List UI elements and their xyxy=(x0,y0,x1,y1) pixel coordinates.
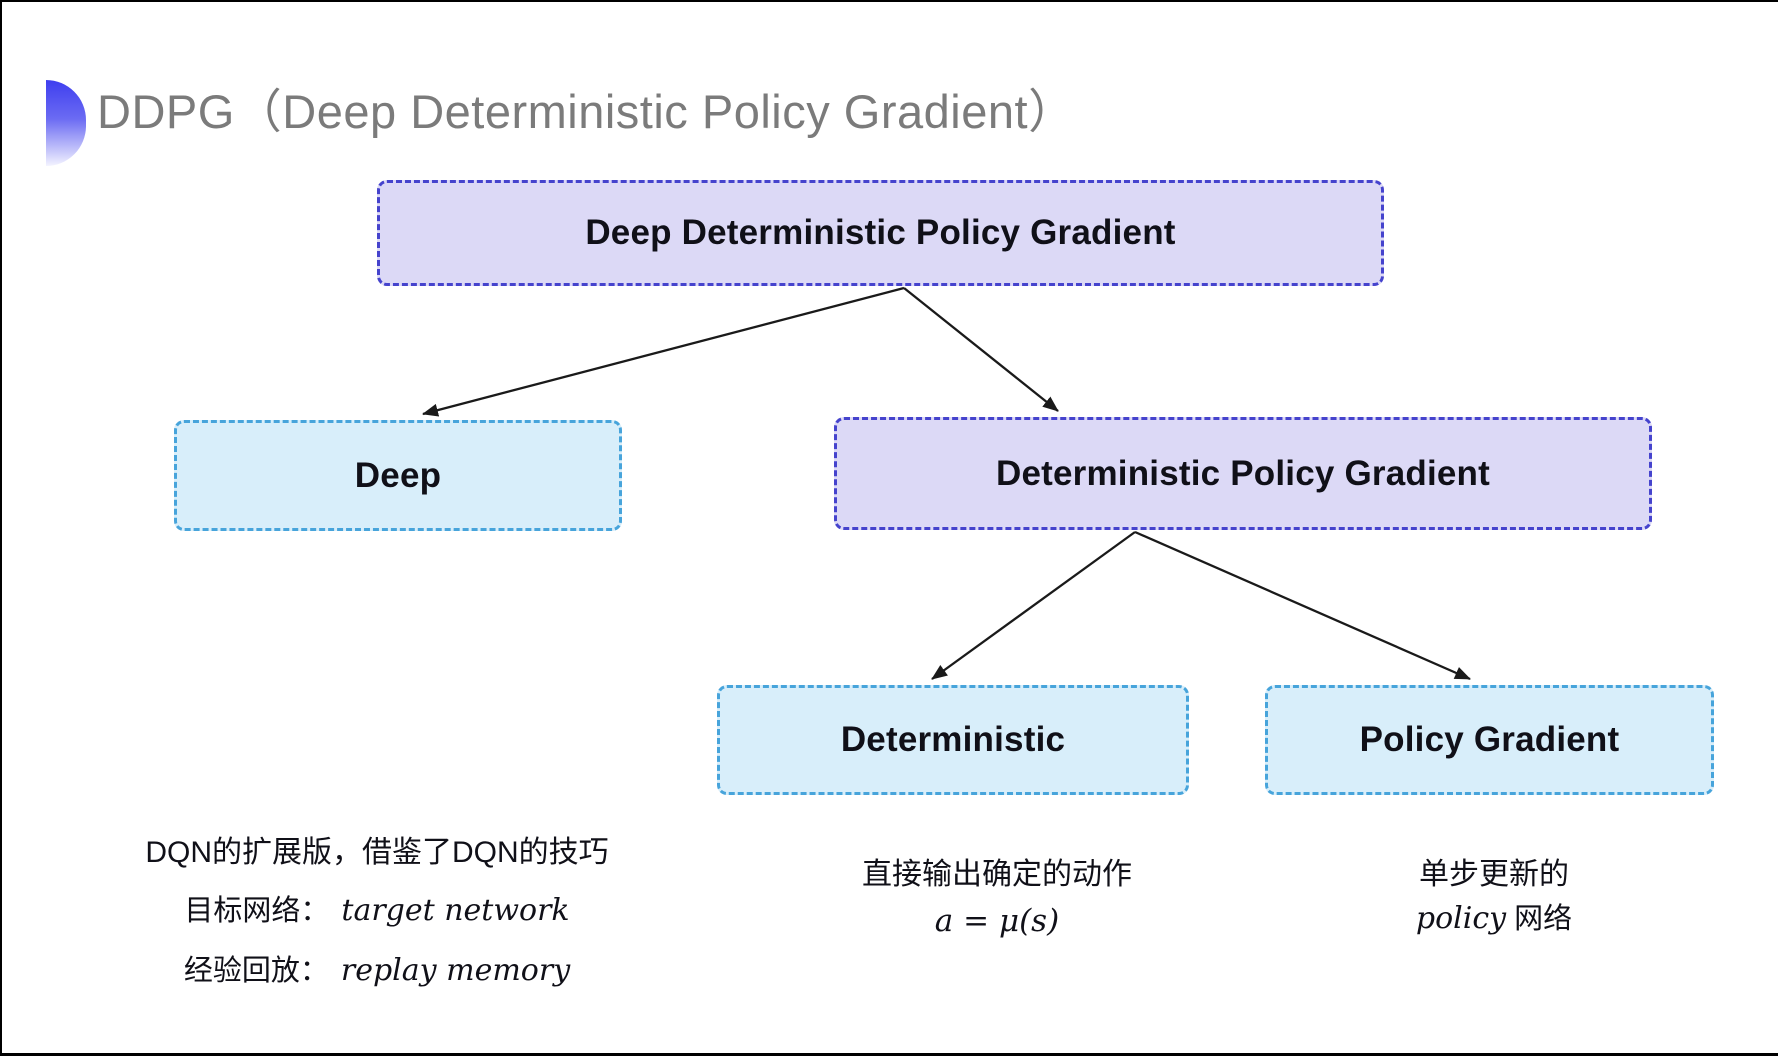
node-deterministic-label: Deterministic xyxy=(840,720,1066,759)
accent-semicircle-icon xyxy=(46,80,86,166)
arrow-root-to-dpg xyxy=(903,287,1059,412)
note-deterministic-line1: 直接输出确定的动作 xyxy=(862,858,1132,891)
node-root-label: Deep Deterministic Policy Gradient xyxy=(585,213,1176,252)
note-dqn-target-label: 目标网络： xyxy=(184,895,330,927)
note-policy-gradient: 单步更新的 policy 网络 xyxy=(1344,857,1644,937)
note-dqn-replay-line: 经验回放： replay memory xyxy=(127,953,627,989)
note-dqn-replay-label: 经验回放： xyxy=(183,955,329,987)
node-policy-gradient: Policy Gradient xyxy=(1265,685,1714,795)
node-dpg: Deterministic Policy Gradient xyxy=(834,417,1652,530)
node-dpg-label: Deterministic Policy Gradient xyxy=(995,453,1490,493)
note-policy-word-rest: 网络 xyxy=(1506,903,1573,935)
node-deep: Deep xyxy=(174,420,622,531)
node-deterministic: Deterministic xyxy=(717,685,1189,795)
note-deterministic: 直接输出确定的动作 a = μ(s) xyxy=(797,857,1197,939)
note-dqn-line1: DQN的扩展版，借鉴了DQN的技巧 xyxy=(145,836,609,869)
node-root: Deep Deterministic Policy Gradient xyxy=(377,180,1384,286)
note-policy-word-italic: policy xyxy=(1415,901,1507,936)
arrow-dpg-to-deterministic xyxy=(931,531,1136,680)
note-dqn: DQN的扩展版，借鉴了DQN的技巧 目标网络： target network 经验… xyxy=(127,835,627,1013)
note-dqn-replay-value: replay memory xyxy=(340,953,571,988)
node-deep-label: Deep xyxy=(354,455,442,495)
note-policy-line2: policy 网络 xyxy=(1344,901,1644,937)
arrow-root-to-deep xyxy=(422,286,905,417)
arrow-dpg-to-policy-gradient xyxy=(1134,530,1471,681)
page-title: DDPG（Deep Deterministic Policy Gradient） xyxy=(97,85,1076,138)
node-policy-gradient-label: Policy Gradient xyxy=(1359,720,1620,759)
note-deterministic-formula: a = μ(s) xyxy=(934,903,1060,939)
note-policy-line1: 单步更新的 xyxy=(1419,858,1569,891)
note-dqn-target-value: target network xyxy=(341,893,570,928)
note-dqn-target-line: 目标网络： target network xyxy=(127,893,627,929)
